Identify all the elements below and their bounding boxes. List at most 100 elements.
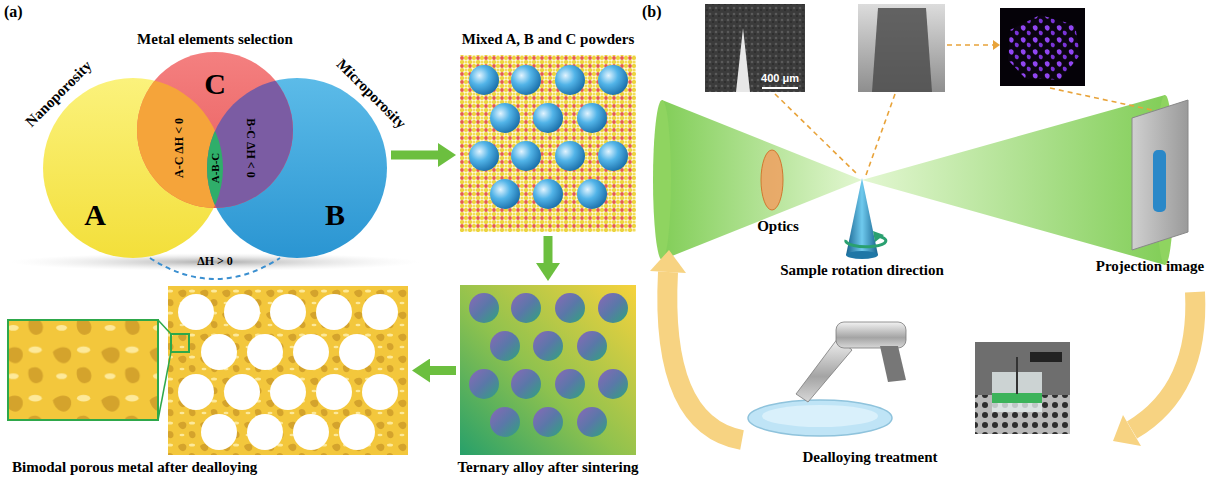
powder-mixture [511, 141, 541, 171]
ternary-alloy [460, 285, 636, 455]
bimodal-porous-metal [8, 320, 158, 420]
arrow-shaft [391, 151, 438, 160]
xray-cone [653, 95, 1174, 265]
cycle-arrow [667, 272, 742, 440]
bimodal-porous-metal [247, 414, 283, 450]
powder-mixture [511, 65, 541, 95]
ternary-alloy [490, 407, 520, 437]
dealloying-photo [1016, 357, 1018, 394]
powder-mixture [490, 103, 520, 133]
ternary-alloy [460, 285, 636, 455]
bimodal-porous-metal [178, 294, 398, 450]
ternary-alloy [469, 293, 499, 323]
ternary-alloy [533, 331, 563, 361]
venn-diagram [10, 253, 420, 271]
optics-lens [761, 150, 783, 210]
ternary-alloy [469, 369, 499, 399]
bimodal-porous-metal [158, 352, 171, 420]
part-label: Optics [757, 218, 799, 235]
ternary-alloy [577, 331, 607, 361]
part-label: Sample rotation direction [780, 262, 944, 279]
arrow-shaft [430, 366, 456, 375]
ct-slice [1000, 8, 1085, 86]
powder-mixture [533, 103, 563, 133]
powder-mixture [469, 65, 499, 95]
bimodal-porous-metal [293, 414, 329, 450]
panel-caption: Ternary alloy after sintering [457, 459, 638, 476]
powder-mixture [555, 141, 585, 171]
bimodal-porous-metal [339, 334, 375, 370]
bimodal-porous-metal [201, 334, 237, 370]
optics-lens [761, 150, 783, 210]
powder-mixture [490, 179, 520, 209]
projection-screen [1132, 100, 1188, 250]
bimodal-porous-metal [362, 294, 398, 330]
bimodal-porous-metal [178, 294, 214, 330]
cycle-arrow [650, 250, 1195, 446]
panel-letter: (a) [4, 3, 23, 21]
xray-cone [653, 100, 671, 260]
ternary-alloy [511, 369, 541, 399]
process-panel: Mixed A, B and C powders [460, 55, 636, 232]
venn-diagram [10, 52, 420, 279]
bimodal-porous-metal [158, 320, 171, 334]
bimodal-porous-metal [270, 294, 306, 330]
bimodal-porous-metal [316, 294, 352, 330]
venn-diagram [207, 78, 387, 258]
process-panel: Ternary alloy after sintering [460, 285, 636, 455]
venn-diagram [207, 78, 387, 258]
bimodal-porous-metal [316, 374, 352, 410]
element-letter: B [325, 198, 345, 233]
leader-line [947, 44, 993, 46]
bimodal-porous-metal [293, 334, 329, 370]
powder-mixture [460, 55, 636, 232]
element-letter: C [204, 67, 226, 102]
bimodal-porous-metal [224, 294, 260, 330]
leader-arrowhead [993, 40, 1000, 50]
flow-arrow [391, 155, 438, 156]
ternary-alloy [598, 293, 628, 323]
powder-mixture [555, 65, 585, 95]
ternary-alloy [577, 407, 607, 437]
dealloying-setup [836, 322, 906, 348]
leader-arrowhead [993, 40, 1000, 50]
powder-mixture [577, 103, 607, 133]
cycle-arrow [1113, 415, 1141, 446]
ternary-alloy [533, 407, 563, 437]
sem-micrograph [762, 87, 798, 89]
leader-line [1050, 88, 1152, 110]
rotating-sample [846, 178, 886, 259]
powder-mixture [577, 179, 607, 209]
bimodal-porous-metal [168, 286, 408, 455]
ternary-alloy [555, 369, 585, 399]
powder-mixture [533, 179, 563, 209]
ternary-alloy [511, 293, 541, 323]
sem-micrograph [705, 4, 805, 92]
panel-letter: (b) [642, 3, 662, 21]
panel-heading: Metal elements selection [137, 31, 293, 48]
ternary-alloy [598, 369, 628, 399]
dealloying-photo [1030, 352, 1062, 362]
dealloying-setup [748, 400, 892, 436]
ct-slice [1000, 8, 1085, 86]
bimodal-porous-metal [171, 334, 189, 352]
ct-slice [1008, 15, 1080, 80]
dealloying-photo [975, 342, 1070, 434]
set-label: Nanoporosity [22, 57, 95, 130]
set-label: Microporosity [333, 56, 410, 133]
ternary-alloy [555, 293, 585, 323]
bimodal-porous-metal [201, 414, 237, 450]
dealloying-setup [762, 405, 878, 427]
cycle-arrow [650, 250, 686, 273]
bimodal-porous-metal [339, 414, 375, 450]
dealloying-setup [880, 346, 906, 382]
projection-screen [1153, 150, 1166, 212]
dealloying-setup [748, 322, 906, 436]
powder-mixture [598, 65, 628, 95]
ct-projection [872, 8, 932, 92]
flow-arrow [430, 370, 456, 371]
bimodal-porous-metal [247, 334, 283, 370]
